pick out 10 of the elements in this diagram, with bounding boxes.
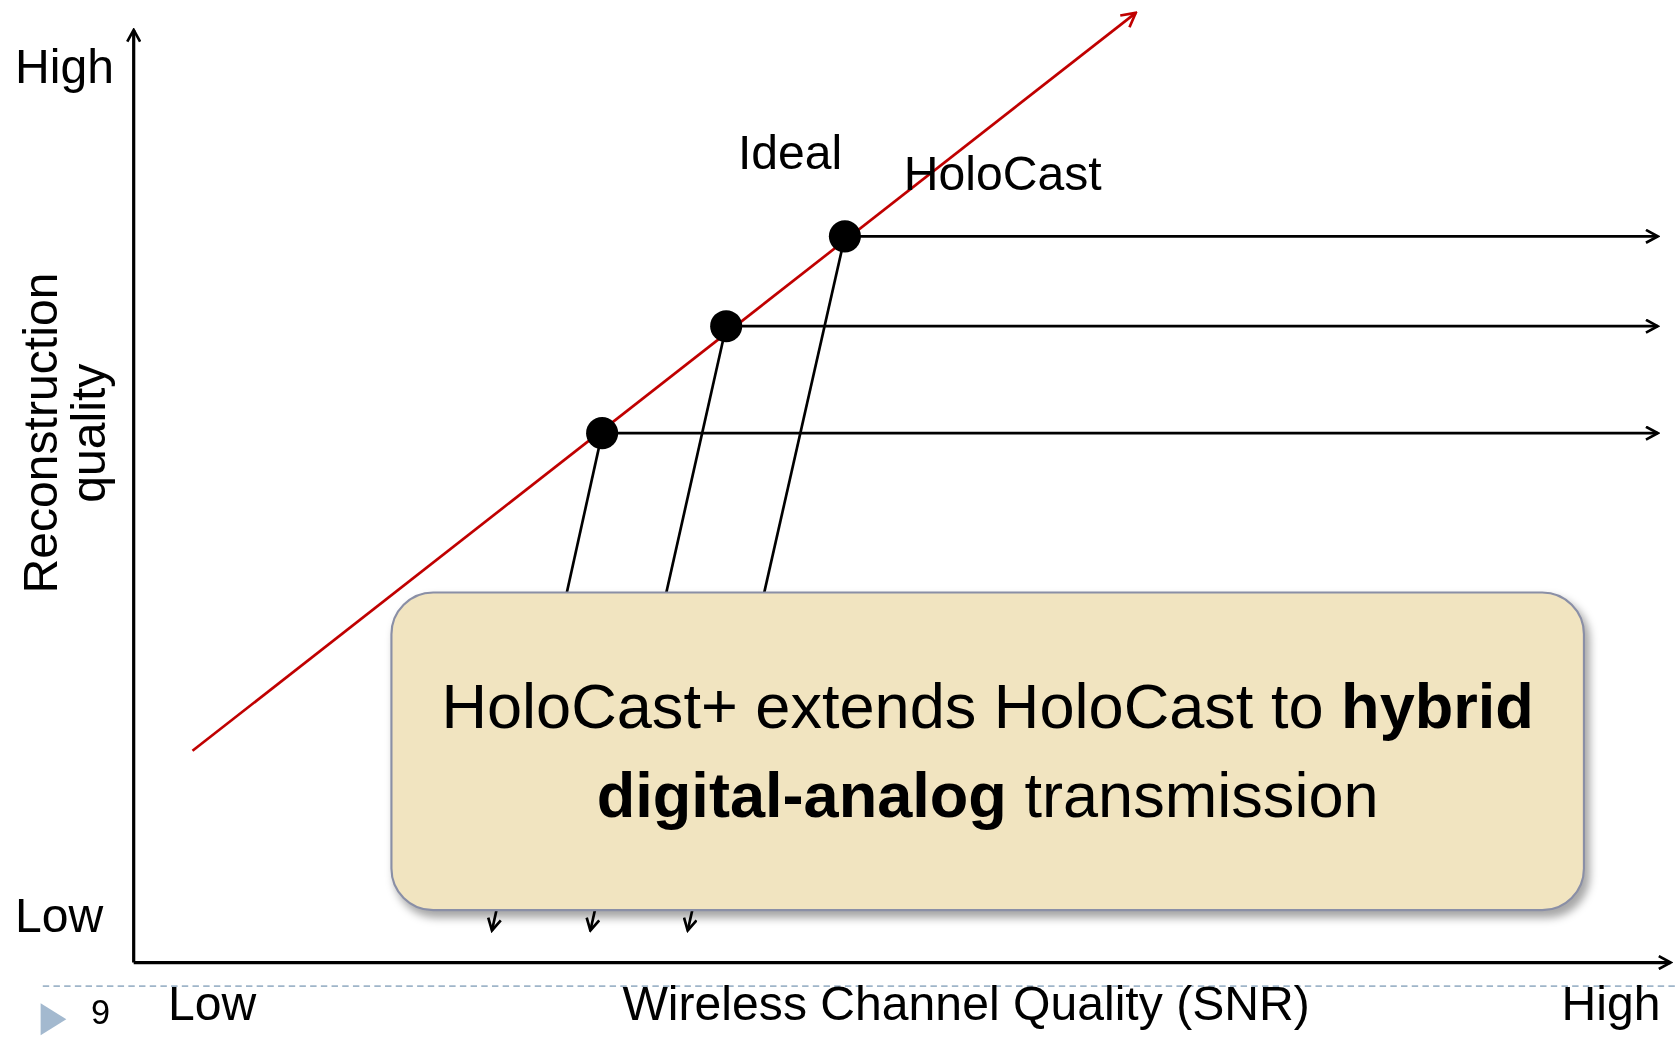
axis-label: Low [14,890,104,939]
axis-label: Low [167,979,257,1028]
callout-box [390,591,1585,912]
callout-text: HoloCast+ extends HoloCast to hybrid digital-analog transmission [440,670,1535,833]
axis-label: High [14,42,114,91]
axis-title: Wireless Channel Quality (SNR) [622,979,1310,1028]
axis-title: Reconstruction quality [16,272,113,594]
curve-label: Ideal [737,128,843,177]
axis-label: High [1561,979,1661,1028]
page-number: 9 [90,994,110,1029]
